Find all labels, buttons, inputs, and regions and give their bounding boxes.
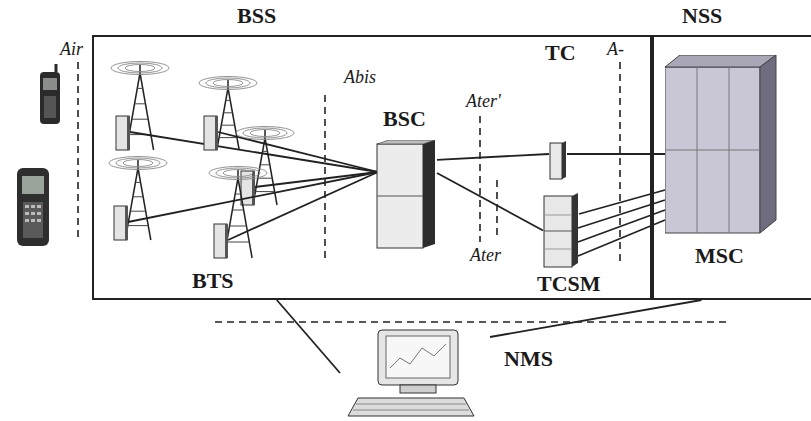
node-label: NSS	[682, 5, 722, 27]
a-interface-line	[619, 62, 621, 262]
interface-label: Air	[60, 40, 83, 58]
node-label: NMS	[504, 348, 553, 370]
node-label: BSC	[383, 108, 426, 130]
bts-label: BTS	[192, 270, 234, 292]
connector-line	[437, 173, 543, 231]
bts-tower	[236, 127, 378, 206]
bts-tower	[199, 77, 378, 173]
connector-line	[437, 154, 549, 160]
msc-switch: MSC	[665, 55, 777, 235]
node-label: BSS	[237, 5, 276, 27]
tcsm-cabinet-drawing	[543, 193, 579, 268]
ater-prime-interface-line	[479, 116, 481, 242]
node-label: TCSM	[537, 273, 601, 295]
management-divider	[215, 321, 730, 323]
msc-switch-drawing	[665, 55, 777, 235]
bts-tower	[209, 167, 378, 259]
mobile-phone	[17, 168, 49, 246]
interface-label: Ater'	[466, 92, 501, 110]
node-label: MSC	[695, 245, 744, 267]
bsc-cabinet: BSC	[375, 140, 437, 250]
bsc-cabinet-drawing	[375, 140, 437, 250]
bts-tower	[111, 62, 378, 173]
interface-label: A-	[607, 40, 624, 58]
nss-region: NSSMSC	[652, 35, 811, 300]
mobile-phone	[40, 64, 60, 124]
node-label: TC	[545, 42, 576, 64]
interface-label: Ater	[470, 246, 501, 264]
connector-line	[277, 300, 340, 373]
bts-tower	[109, 157, 378, 241]
ater-interface-line	[496, 180, 498, 240]
nms-workstation: NMS	[340, 328, 490, 418]
interface-label: Abis	[344, 68, 376, 86]
nms-workstation-drawing	[340, 328, 490, 418]
air-interface-line	[77, 62, 79, 240]
tcsm-cabinet: TCSM	[543, 193, 579, 268]
connector-line	[490, 300, 702, 337]
tc-cabinet-drawing	[549, 140, 567, 180]
tc-cabinet: TC	[549, 140, 567, 180]
